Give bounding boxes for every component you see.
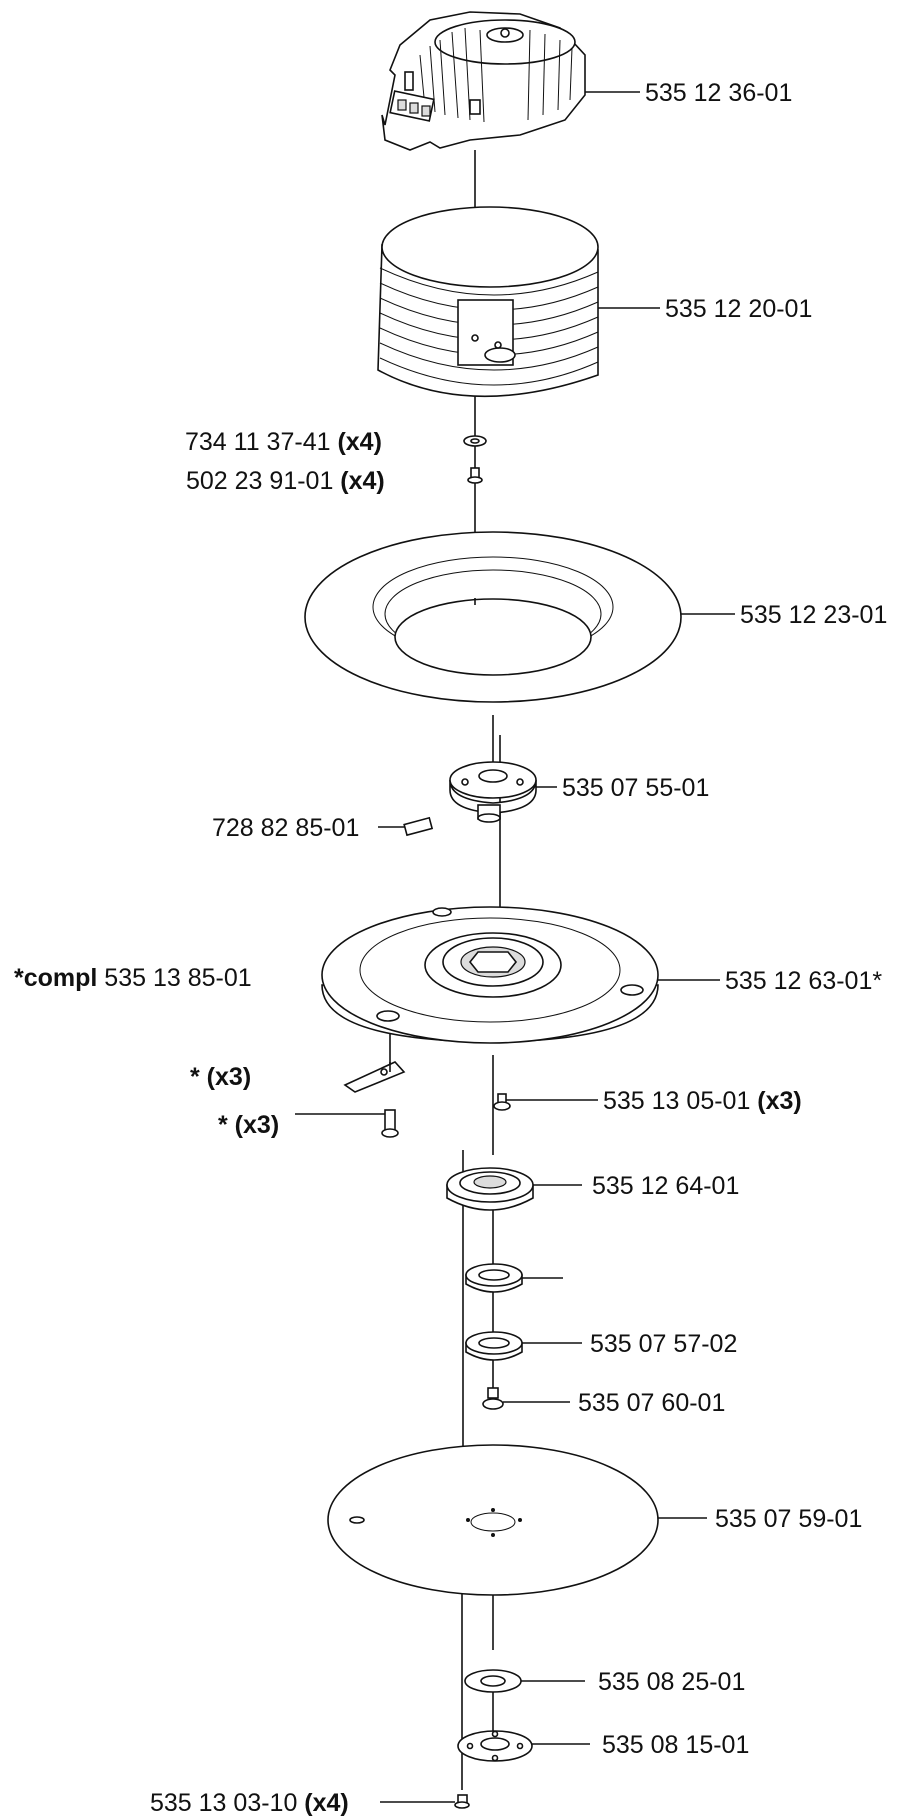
leader-lines: [295, 91, 735, 1803]
ring-plate-part: [304, 531, 682, 703]
bushing-plate-part: [457, 1730, 533, 1762]
star-blade-part: [343, 1061, 406, 1093]
star-screw-part: [381, 1109, 399, 1138]
bearing-lower-part: [465, 1331, 523, 1361]
label-motor: 535 12 36-01: [645, 79, 792, 107]
label-bushing-plate: 535 08 15-01: [602, 1731, 749, 1759]
washer-a-part: [463, 435, 487, 447]
label-washer-b: 535 08 25-01: [598, 1668, 745, 1696]
screw-b-part: [493, 1093, 511, 1111]
bearing-housing-part: [446, 1167, 534, 1211]
label-hub: 535 07 55-01: [562, 774, 709, 802]
motor-cover-part: [377, 206, 599, 398]
label-nut: 535 07 60-01: [578, 1389, 725, 1417]
label-star-screw: * (x3): [218, 1111, 279, 1139]
label-washer-a: 734 11 37-41 (x4): [185, 428, 382, 456]
screw-a-part: [467, 467, 483, 484]
hub-part: [449, 761, 537, 823]
skid-plate-part: [327, 1444, 659, 1596]
screw-c-part: [454, 1794, 470, 1809]
label-motor-cover: 535 12 20-01: [665, 295, 812, 323]
label-bearing-housing: 535 12 64-01: [592, 1172, 739, 1200]
label-screw-a: 502 23 91-01 (x4): [186, 467, 385, 495]
label-blade-disc: 535 12 63-01*: [725, 967, 882, 995]
set-screw-part: [403, 816, 434, 837]
blade-disc-part: [321, 906, 659, 1044]
label-skid-plate: 535 07 59-01: [715, 1505, 862, 1533]
label-compl: *compl 535 13 85-01: [14, 964, 252, 992]
bearing-upper-part: [465, 1263, 523, 1293]
label-bearing: 535 07 57-02: [590, 1330, 737, 1358]
part-labels: 535 12 36-01 535 12 20-01 734 11 37-41 (…: [14, 79, 887, 1816]
label-star-blade: * (x3): [190, 1063, 251, 1091]
label-screw-c: 535 13 03-10 (x4): [150, 1789, 349, 1816]
nut-part: [482, 1387, 504, 1410]
washer-b-part: [464, 1669, 522, 1693]
label-ring-plate: 535 12 23-01: [740, 601, 887, 629]
label-set-screw: 728 82 85-01: [212, 814, 359, 842]
label-screw-b: 535 13 05-01 (x3): [603, 1087, 802, 1115]
motor-part: [381, 11, 586, 151]
